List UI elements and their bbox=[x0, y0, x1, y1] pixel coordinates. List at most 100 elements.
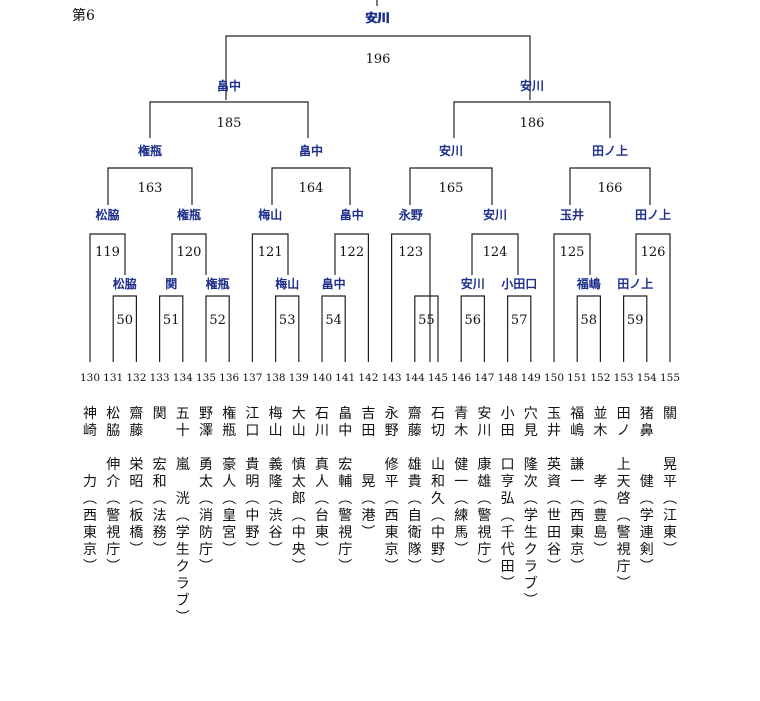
match-186-winner: 安川 bbox=[520, 78, 544, 93]
match-121-bracket-line bbox=[251, 233, 289, 362]
match-122-winner: 畠中 bbox=[340, 207, 364, 222]
match-185-winner: 畠中 bbox=[217, 78, 241, 93]
player-affiliation: ︵中野︶ bbox=[431, 508, 445, 575]
seat-number: 141 bbox=[335, 372, 355, 384]
match-119-winner: 松脇 bbox=[95, 207, 119, 222]
seat-number: 151 bbox=[567, 372, 587, 384]
match-185-bracket-line bbox=[149, 101, 309, 138]
match-196-bracket-line bbox=[225, 35, 531, 100]
match-123-number: 123 bbox=[398, 245, 423, 260]
match-58-bracket-line bbox=[576, 295, 601, 362]
player-entry: 石切山和久︵中野︶ bbox=[427, 406, 449, 576]
match-186-bracket-line bbox=[453, 101, 611, 138]
player-affiliation: ︵豊島︶ bbox=[593, 491, 608, 558]
player-affiliation: ︵学生クラブ︶ bbox=[523, 491, 538, 609]
player-entry: 神崎 力︵西東京︶ bbox=[79, 406, 101, 576]
player-affiliation: ︵港︶ bbox=[361, 491, 376, 541]
seat-number: 140 bbox=[312, 372, 332, 384]
match-56-number: 56 bbox=[465, 313, 482, 328]
player-entry: 齋藤雄貴︵自衛隊︶ bbox=[404, 406, 426, 576]
match-121-number: 121 bbox=[258, 245, 283, 260]
player-name: 畠中宏輔 bbox=[338, 406, 353, 490]
player-entry: 梅山義隆︵渋谷︶ bbox=[265, 406, 287, 559]
player-affiliation: ︵警視庁︶ bbox=[477, 491, 492, 575]
seat-number: 146 bbox=[451, 372, 471, 384]
match-58-number: 58 bbox=[581, 313, 598, 328]
player-entry: 大山慎太郎︵中央︶ bbox=[288, 406, 310, 576]
match-166-number: 166 bbox=[598, 181, 623, 196]
player-affiliation: ︵江東︶ bbox=[663, 491, 677, 558]
player-entry: 關 晃平︵江東︶ bbox=[659, 406, 681, 559]
player-entry: 穴見隆次︵学生クラブ︶ bbox=[520, 406, 542, 610]
match-124-number: 124 bbox=[483, 245, 508, 260]
player-entry: 五十嵐 洸︵学生クラブ︶ bbox=[172, 406, 194, 627]
seat-number: 154 bbox=[637, 372, 657, 384]
seat-number: 132 bbox=[126, 372, 146, 384]
player-affiliation: ︵学生クラブ︶ bbox=[175, 508, 190, 626]
match-165-number: 165 bbox=[439, 181, 464, 196]
match-57-bracket-line bbox=[507, 295, 532, 362]
match-186-number: 186 bbox=[520, 116, 545, 131]
player-name: 猪鼻 健 bbox=[639, 406, 654, 490]
match-122-number: 122 bbox=[339, 245, 364, 260]
player-name: 江口貴明 bbox=[245, 406, 260, 490]
match-122-bracket-line bbox=[334, 233, 369, 362]
player-name: 梅山義隆 bbox=[268, 406, 283, 490]
seat-number: 134 bbox=[173, 372, 193, 384]
tournament-bracket: 第6 安川 安川196畠中185安川186権瓶163畠中164安川165田ノ上1… bbox=[72, 0, 680, 384]
match-56-bracket-line bbox=[460, 295, 485, 362]
player-affiliation: ︵西東京︶ bbox=[83, 491, 97, 575]
match-164-number: 164 bbox=[299, 181, 324, 196]
match-53-bracket-line bbox=[275, 295, 300, 362]
player-name: 並木 孝 bbox=[593, 406, 608, 490]
match-59-number: 59 bbox=[627, 313, 644, 328]
seat-number: 149 bbox=[521, 372, 541, 384]
match-50-winner: 松脇 bbox=[113, 276, 137, 291]
match-50-number: 50 bbox=[117, 313, 134, 328]
match-59-winner: 田ノ上 bbox=[617, 276, 653, 291]
player-entry: 権瓶豪人︵皇宮︶ bbox=[218, 406, 240, 559]
match-51-bracket-line bbox=[159, 295, 184, 362]
player-name: 石川真人 bbox=[315, 406, 329, 490]
match-126-winner: 田ノ上 bbox=[635, 207, 671, 222]
player-affiliation: ︵自衛隊︶ bbox=[407, 491, 422, 575]
match-165-winner: 安川 bbox=[439, 143, 463, 158]
player-entry: 畠中宏輔︵警視庁︶ bbox=[334, 406, 356, 576]
seat-number: 139 bbox=[289, 372, 309, 384]
match-120-winner: 権瓶 bbox=[177, 207, 201, 222]
player-affiliation: ︵学連剣︶ bbox=[639, 491, 654, 575]
player-affiliation: ︵警視庁︶ bbox=[616, 508, 631, 592]
player-entry: 小田口亨弘︵千代田︶ bbox=[497, 406, 519, 593]
match-57-number: 57 bbox=[511, 313, 528, 328]
player-entry: 安川康雄︵警視庁︶ bbox=[473, 406, 495, 576]
match-50-bracket-line bbox=[112, 295, 137, 362]
match-123-winner: 永野 bbox=[398, 207, 423, 222]
bracket-labels: 安川196畠中185安川186権瓶163畠中164安川165田ノ上166松脇11… bbox=[95, 10, 671, 328]
player-entry: 江口貴明︵中野︶ bbox=[241, 406, 263, 559]
player-affiliation: ︵皇宮︶ bbox=[222, 491, 237, 558]
player-name: 松脇伸介 bbox=[106, 406, 121, 490]
match-164-bracket-line bbox=[271, 167, 351, 205]
seat-number: 150 bbox=[544, 372, 564, 384]
player-affiliation: ︵西東京︶ bbox=[570, 491, 585, 575]
player-name: 権瓶豪人 bbox=[222, 406, 237, 490]
player-name: 吉田 晃 bbox=[361, 406, 376, 490]
match-126-bracket-line bbox=[635, 233, 671, 362]
match-57-winner: 小田口 bbox=[501, 276, 537, 291]
seat-number: 152 bbox=[590, 372, 610, 384]
seat-number: 135 bbox=[196, 372, 216, 384]
match-52-bracket-line bbox=[205, 295, 230, 362]
player-entry: 玉井英資︵世田谷︶ bbox=[543, 406, 565, 576]
player-entry: 石川真人︵台東︶ bbox=[311, 406, 333, 559]
player-name: 神崎 力 bbox=[83, 406, 97, 490]
match-164-winner: 畠中 bbox=[299, 143, 323, 158]
match-123-bracket-line bbox=[391, 233, 431, 362]
match-59-bracket-line bbox=[623, 295, 648, 362]
seat-number: 130 bbox=[80, 372, 100, 384]
match-126-number: 126 bbox=[641, 245, 666, 260]
player-entry: 野澤勇太︵消防庁︶ bbox=[195, 406, 217, 576]
player-affiliation: ︵中央︶ bbox=[291, 508, 306, 575]
match-51-winner: 関 bbox=[165, 277, 177, 291]
match-55-number: 55 bbox=[418, 313, 435, 328]
